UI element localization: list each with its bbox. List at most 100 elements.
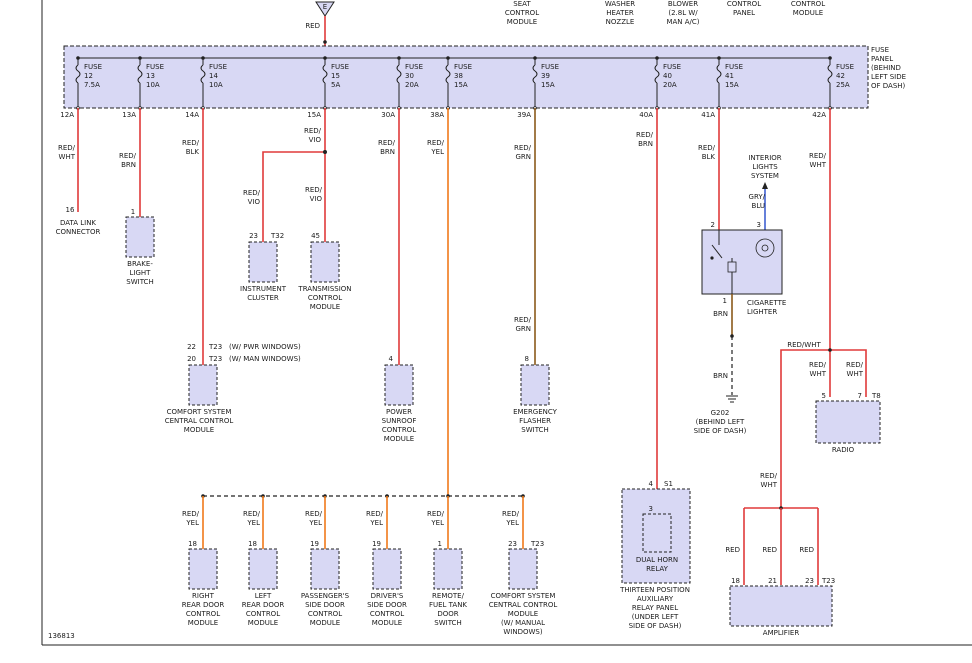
fuse-41-terminal: 41A [701,111,715,119]
comfort-note-pwr: (W/ PWR WINDOWS) [229,343,301,351]
dual-horn-relay [642,513,672,553]
wire-42-label: RED/WHT [809,152,827,169]
fuse-38-terminal: 38A [430,111,444,119]
wire-14-label: RED/BLK [182,139,200,156]
comfort-pin-20: 20 [187,355,196,363]
lighter-pin-1: 1 [723,297,727,305]
wire-39b-label: RED/GRN [514,316,532,333]
amp-conn-t23: T23 [821,577,835,585]
bottom-module-pin: 19 [310,540,319,548]
wire-13-label: RED/BRN [119,152,137,169]
wire-39-label: RED/GRN [514,144,532,161]
fuse-42-symbol [827,64,833,84]
bottom-module-box [508,548,538,590]
horn-pin-4: 4 [649,480,654,488]
wire-40-label: RED/BRN [636,131,654,148]
fuse-panel [63,45,869,109]
transmission-pin: 45 [311,232,320,240]
wire-15-label: RED/VIO [304,127,322,144]
fuse-30-terminal: 30A [381,111,395,119]
bottom-module-conn: T23 [530,540,544,548]
amp-red-1-label: RED [725,546,740,554]
radio-label: RADIO [832,446,855,454]
wire-15b-label: RED/VIO [305,186,323,203]
fuse-15-terminal: 15A [307,111,321,119]
comfort-note-man: (W/ MAN WINDOWS) [229,355,301,363]
wire-12-label: RED/WHT [58,144,76,161]
fuse-40-symbol [654,64,660,84]
wire-ry4-label: RED/YEL [366,510,384,527]
brake-light-switch [125,216,155,258]
fuse-14-terminal: 14A [185,111,199,119]
wire-38-label: RED/YEL [427,139,445,156]
bottom-module-pin: 23 [508,540,517,548]
comfort-conn-t23-a: T23 [208,343,222,351]
wire-gry-blu-label: GRY/BLU [749,193,766,210]
wire-ry5-label: RED/YEL [427,510,445,527]
wire-brn-2-label: BRN [713,372,728,380]
fuse-39-terminal: 39A [517,111,531,119]
bottom-module-box [188,548,218,590]
wire-rw-b-label: RED/WHT [846,361,864,378]
amplifier-label: AMPLIFIER [763,629,800,637]
wire-41-label: RED/BLK [698,144,716,161]
horn-pin-3: 3 [649,505,653,513]
connector-e-label: E [323,3,327,11]
wire-ry2-label: RED/YEL [243,510,261,527]
comfort-conn-t23-b: T23 [208,355,222,363]
amp-pin-18: 18 [731,577,740,585]
wire-red-wht-top-label: RED/WHT [787,341,821,349]
bottom-module-box [248,548,278,590]
lighter-pin-3: 3 [757,221,761,229]
comfort-pin-22: 22 [187,343,196,351]
instrument-cluster [248,241,278,283]
flasher-pin: 8 [525,355,529,363]
wire-30-label: RED/BRN [378,139,396,156]
radio [815,400,881,444]
fuse-39-symbol [532,64,538,84]
connector-e-triangle [315,1,335,17]
fuse-12-terminal: 12A [60,111,74,119]
radio-pin-7: 7 [858,392,862,400]
top-blower-label: BLOWER(2.8L W/MAN A/C) [666,0,699,26]
amp-pin-21: 21 [768,577,777,585]
fuse-14-symbol [200,64,206,84]
transmission-control-module [310,241,340,283]
wire-brn-1-label: BRN [713,310,728,318]
fuse-41-symbol [716,64,722,84]
horn-conn-s1: S1 [664,480,673,488]
wire-rw-a-label: RED/WHT [809,361,827,378]
comfort-system-module [188,364,218,406]
power-sunroof-module [384,364,414,406]
fuse-13-symbol [137,64,143,84]
lighter-pin-2: 2 [711,221,715,229]
